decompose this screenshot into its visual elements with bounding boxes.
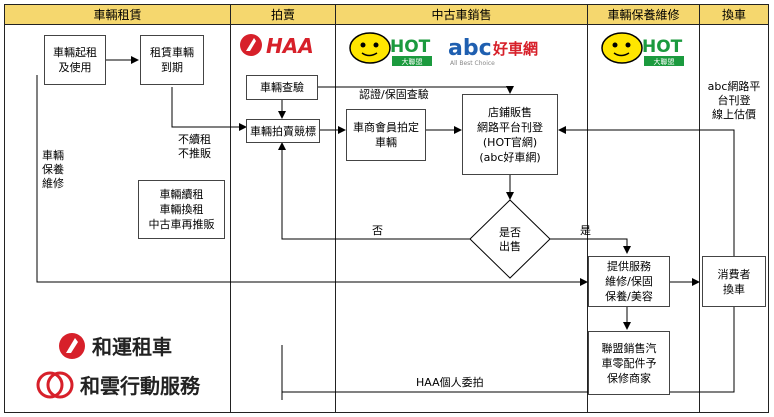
- box-store-sale: 店鋪販售 網路平台刊登 (HOT官網) (abc好車網): [462, 94, 558, 175]
- arrow-certify: [318, 86, 514, 94]
- lane-divider: [335, 5, 336, 412]
- svg-text:HOT: HOT: [642, 37, 683, 57]
- company-logo-hotai-mobility: 和雲行動服務: [36, 368, 226, 402]
- box-parts: 聯盟銷售汽 車零配件予 保修商家: [588, 331, 670, 395]
- svg-text:好車網: 好車網: [492, 40, 538, 58]
- label-certify: 認證/保固查驗: [359, 88, 429, 101]
- abc-logo: abc 好車網 All Best Choice: [448, 32, 548, 68]
- lane-header-used-car-sales: 中古車銷售: [336, 5, 587, 25]
- box-consumer: 消費者 換車: [702, 256, 766, 307]
- box-lease-expire: 租賃車輛 到期: [140, 35, 204, 85]
- arrow-yes-to-service: [550, 238, 631, 254]
- label-haa-personal: HAA個人委拍: [416, 376, 484, 389]
- company-logo-text: 和雲行動服務: [80, 374, 201, 398]
- arrow-expire-to-auction: [171, 87, 247, 131]
- lane-header-maintenance: 車輛保養維修: [588, 5, 699, 25]
- svg-text:大聯盟: 大聯盟: [402, 57, 423, 66]
- hot-logo-text: HOT: [390, 37, 431, 57]
- company-logo-hotai-rent: 和運租車: [56, 330, 226, 362]
- box-auction: 車輛拍賣競標: [246, 119, 320, 143]
- connector-haa-personal: [281, 307, 735, 400]
- hot-logo-maintenance: HOT 大聯盟: [600, 28, 692, 68]
- haa-logo-text: HAA: [266, 34, 314, 58]
- box-dealer-bid: 車商會員拍定 車輛: [346, 109, 426, 161]
- diagram-frame: [4, 4, 769, 413]
- decision-label: 是否 出售: [499, 226, 521, 253]
- label-yes: 是: [580, 224, 591, 237]
- box-renew: 車輛續租 車輛換租 中古車再推販: [138, 180, 225, 239]
- box-inspection: 車輛查驗: [246, 75, 318, 100]
- decision-diamond: [469, 199, 551, 279]
- abc-logo-text: abc: [448, 36, 492, 61]
- box-rent-use: 車輛起租 及使用: [44, 35, 106, 85]
- lane-header-rental: 車輛租賃: [5, 5, 230, 25]
- label-abc-platform: abc網路平 台刊登 線上估價: [707, 80, 761, 121]
- company-logo-text: 和運租車: [92, 335, 172, 359]
- arrow-no-to-auction: [278, 142, 470, 240]
- arrow-abc-platform: [558, 126, 735, 256]
- svg-text:All Best Choice: All Best Choice: [450, 60, 495, 67]
- hot-logo: HOT 大聯盟: [348, 28, 440, 68]
- label-no: 否: [372, 224, 383, 237]
- label-maintenance: 車輛 保養 維修: [42, 149, 64, 190]
- lane-header-auction: 拍賣: [231, 5, 335, 25]
- lane-divider: [230, 5, 231, 412]
- label-no-renew: 不續租 不推販: [178, 133, 211, 160]
- lane-divider: [699, 5, 700, 412]
- box-service: 提供服務 維修/保固 保養/美容: [588, 256, 670, 307]
- haa-logo: HAA: [238, 30, 328, 60]
- svg-text:大聯盟: 大聯盟: [654, 57, 675, 66]
- arrow-maintenance: [36, 75, 588, 286]
- lane-divider: [587, 5, 588, 412]
- lane-header-trade-in: 換車: [700, 5, 768, 25]
